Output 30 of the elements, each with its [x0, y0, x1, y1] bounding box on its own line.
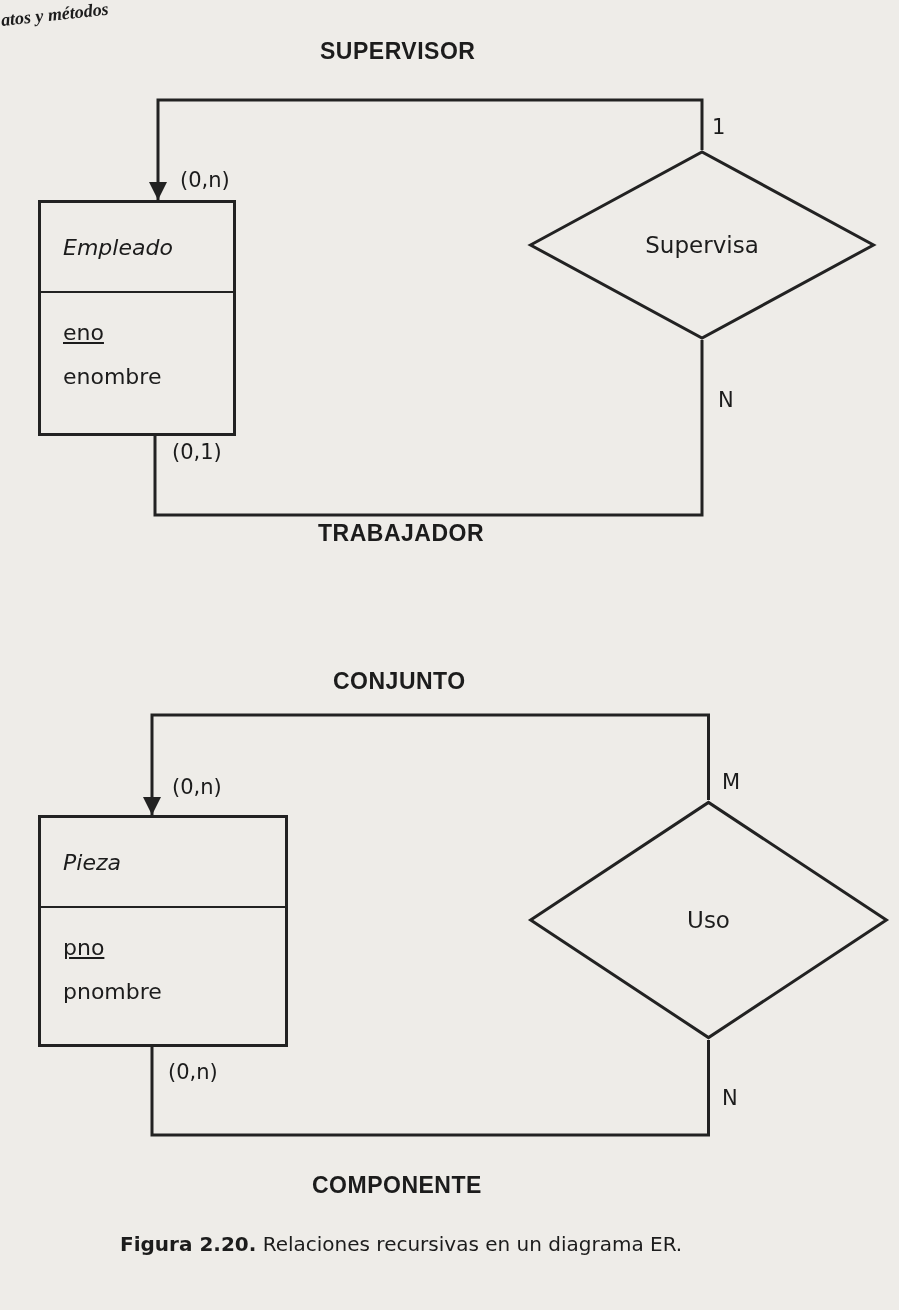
figure-caption: Figura 2.20. Relaciones recursivas en un diagrama ER. [120, 1232, 683, 1256]
attribute: enombre [63, 363, 162, 391]
cardinality: N [718, 388, 734, 412]
role-label: COMPONENTE [312, 1172, 482, 1199]
relationship-diamond [527, 800, 890, 1040]
cardinality: N [722, 1086, 738, 1110]
role-label: TRABAJADOR [318, 520, 484, 547]
entity-box [38, 200, 236, 436]
entity-name: Empleado [63, 234, 173, 260]
connector-line [150, 1040, 710, 1137]
role-label: SUPERVISOR [320, 38, 476, 65]
relationship-diamond [527, 150, 877, 340]
relationship-name: Supervisa [645, 232, 759, 258]
header-text: atos y métodos [0, 0, 110, 31]
entity-box [38, 815, 288, 1047]
cardinality: 1 [712, 115, 726, 139]
arrow [149, 98, 704, 200]
role-label: CONJUNTO [333, 668, 466, 695]
connector-line [153, 340, 704, 517]
cardinality: (0,1) [172, 440, 222, 464]
arrow [143, 713, 710, 815]
key-attribute: pno [63, 934, 105, 962]
attribute: pnombre [63, 978, 162, 1006]
entity-name: Pieza [63, 849, 121, 875]
key-attribute: eno [63, 319, 104, 347]
cardinality: (0,n) [172, 775, 222, 799]
cardinality: (0,n) [180, 168, 230, 192]
cardinality: (0,n) [168, 1060, 218, 1084]
relationship-name: Uso [687, 907, 730, 933]
cardinality: M [722, 770, 741, 794]
